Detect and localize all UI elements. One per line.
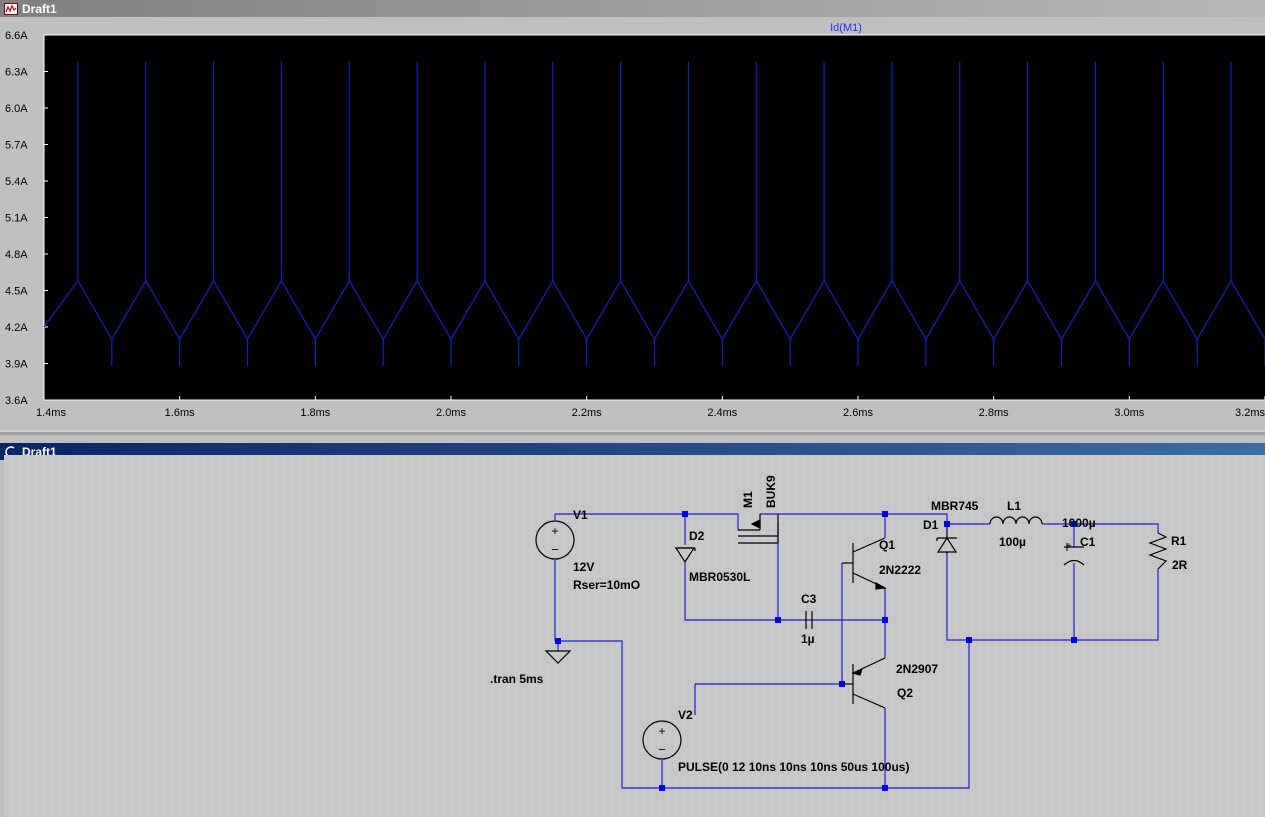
y-tick-label: 5.1A bbox=[5, 213, 28, 225]
y-tick-label: 4.2A bbox=[5, 322, 28, 334]
trace-id-m1[interactable] bbox=[43, 61, 1265, 366]
m1-mosfet[interactable] bbox=[738, 514, 779, 544]
y-tick-label: 4.8A bbox=[5, 249, 28, 261]
x-tick-label: 1.6ms bbox=[165, 407, 195, 419]
y-tick-label: 4.5A bbox=[5, 286, 28, 298]
x-tick-label: 2.4ms bbox=[707, 407, 737, 419]
y-axis: 6.6A 6.3A 6.0A 5.7A 5.4A 5.1A 4.8A 4.5A 4.2A 3.9A… bbox=[5, 30, 48, 407]
q1-model: 2N2222 bbox=[879, 563, 921, 577]
c3-name: C3 bbox=[801, 592, 817, 606]
trace-label[interactable]: Id(M1) bbox=[830, 22, 862, 34]
c3-value: 1µ bbox=[801, 632, 815, 646]
x-tick-label: 1.8ms bbox=[300, 407, 330, 419]
r1-name: R1 bbox=[1171, 534, 1187, 548]
v2-value: PULSE(0 12 10ns 10ns 10ns 50us 100us) bbox=[678, 760, 909, 774]
v1-name: V1 bbox=[573, 508, 588, 522]
x-tick-label: 2.8ms bbox=[979, 407, 1009, 419]
waveform-plot[interactable]: 6.6A 6.3A 6.0A 5.7A 5.4A 5.1A 4.8A 4.5A 4.2A 3.9A… bbox=[0, 17, 1265, 430]
q2-name: Q2 bbox=[897, 686, 913, 700]
schematic-canvas[interactable]: + − V1 12V Rser=10mO .tran 5ms D2 MBR053… bbox=[4, 455, 1265, 817]
d2-name: D2 bbox=[689, 529, 705, 543]
q1-name: Q1 bbox=[879, 538, 895, 552]
c1-capacitor[interactable] bbox=[1063, 543, 1085, 566]
l1-value: 100µ bbox=[999, 535, 1026, 549]
schematic-drawing[interactable]: + − V1 12V Rser=10mO .tran 5ms D2 MBR053… bbox=[4, 455, 1265, 817]
d1-name: D1 bbox=[923, 518, 939, 532]
x-axis: 1.4ms 1.6ms 1.8ms 2.0ms 2.2ms 2.4ms 2.6ms 2.8ms… bbox=[36, 396, 1265, 419]
q1-npn-transistor[interactable] bbox=[842, 537, 887, 590]
l1-name: L1 bbox=[1007, 499, 1021, 513]
y-tick-label: 5.4A bbox=[5, 176, 28, 188]
d1-model: MBR745 bbox=[931, 499, 979, 513]
d2-model: MBR0530L bbox=[689, 570, 750, 584]
q2-model: 2N2907 bbox=[896, 662, 938, 676]
x-tick-label: 3.2ms bbox=[1235, 407, 1265, 419]
d1-diode[interactable] bbox=[936, 527, 958, 554]
c3-capacitor[interactable] bbox=[805, 611, 813, 629]
v1-param: Rser=10mO bbox=[573, 578, 640, 592]
m1-model: BUK9 bbox=[764, 475, 778, 508]
l1-inductor[interactable] bbox=[989, 516, 1043, 525]
x-tick-label: 3.0ms bbox=[1114, 407, 1144, 419]
v2-source[interactable]: + − bbox=[642, 720, 682, 760]
r1-value: 2R bbox=[1172, 558, 1188, 572]
y-tick-label: 3.6A bbox=[5, 395, 28, 407]
svg-text:+: + bbox=[658, 724, 665, 738]
ground-symbol bbox=[544, 650, 572, 664]
d2-diode[interactable] bbox=[674, 547, 696, 564]
v1-value: 12V bbox=[573, 560, 594, 574]
junctions bbox=[555, 511, 1077, 791]
r1-resistor[interactable] bbox=[1148, 532, 1168, 570]
tran-directive[interactable]: .tran 5ms bbox=[490, 672, 544, 686]
svg-text:−: − bbox=[551, 542, 559, 557]
x-tick-label: 1.4ms bbox=[36, 407, 66, 419]
svg-text:+: + bbox=[551, 524, 558, 538]
v1-source[interactable]: + − bbox=[535, 520, 575, 560]
c1-value: 1000µ bbox=[1062, 516, 1096, 530]
y-tick-label: 5.7A bbox=[5, 140, 28, 152]
c1-plus-sign: + bbox=[1066, 541, 1072, 552]
y-tick-label: 6.3A bbox=[5, 67, 28, 79]
y-tick-label: 6.0A bbox=[5, 103, 28, 115]
x-tick-label: 2.0ms bbox=[436, 407, 466, 419]
waveform-titlebar[interactable]: Draft1 bbox=[0, 0, 1265, 17]
m1-name: M1 bbox=[741, 491, 755, 508]
waveform-icon bbox=[4, 2, 18, 16]
waveform-window-title: Draft1 bbox=[22, 1, 57, 16]
v2-name: V2 bbox=[678, 708, 693, 722]
y-tick-label: 3.9A bbox=[5, 359, 28, 371]
x-tick-label: 2.6ms bbox=[843, 407, 873, 419]
waveform-window: Draft1 6.6A 6.3A 6.0A 5.7A 5.4A 5.1A 4.8A 4.5A 4… bbox=[0, 0, 1265, 430]
q2-pnp-transistor[interactable] bbox=[842, 657, 886, 709]
x-tick-label: 2.2ms bbox=[572, 407, 602, 419]
y-tick-label: 6.6A bbox=[5, 30, 28, 42]
c1-name: C1 bbox=[1080, 535, 1096, 549]
wires bbox=[554, 513, 1159, 789]
schematic-window: Draft1 bbox=[0, 432, 1265, 817]
svg-text:−: − bbox=[658, 742, 666, 757]
